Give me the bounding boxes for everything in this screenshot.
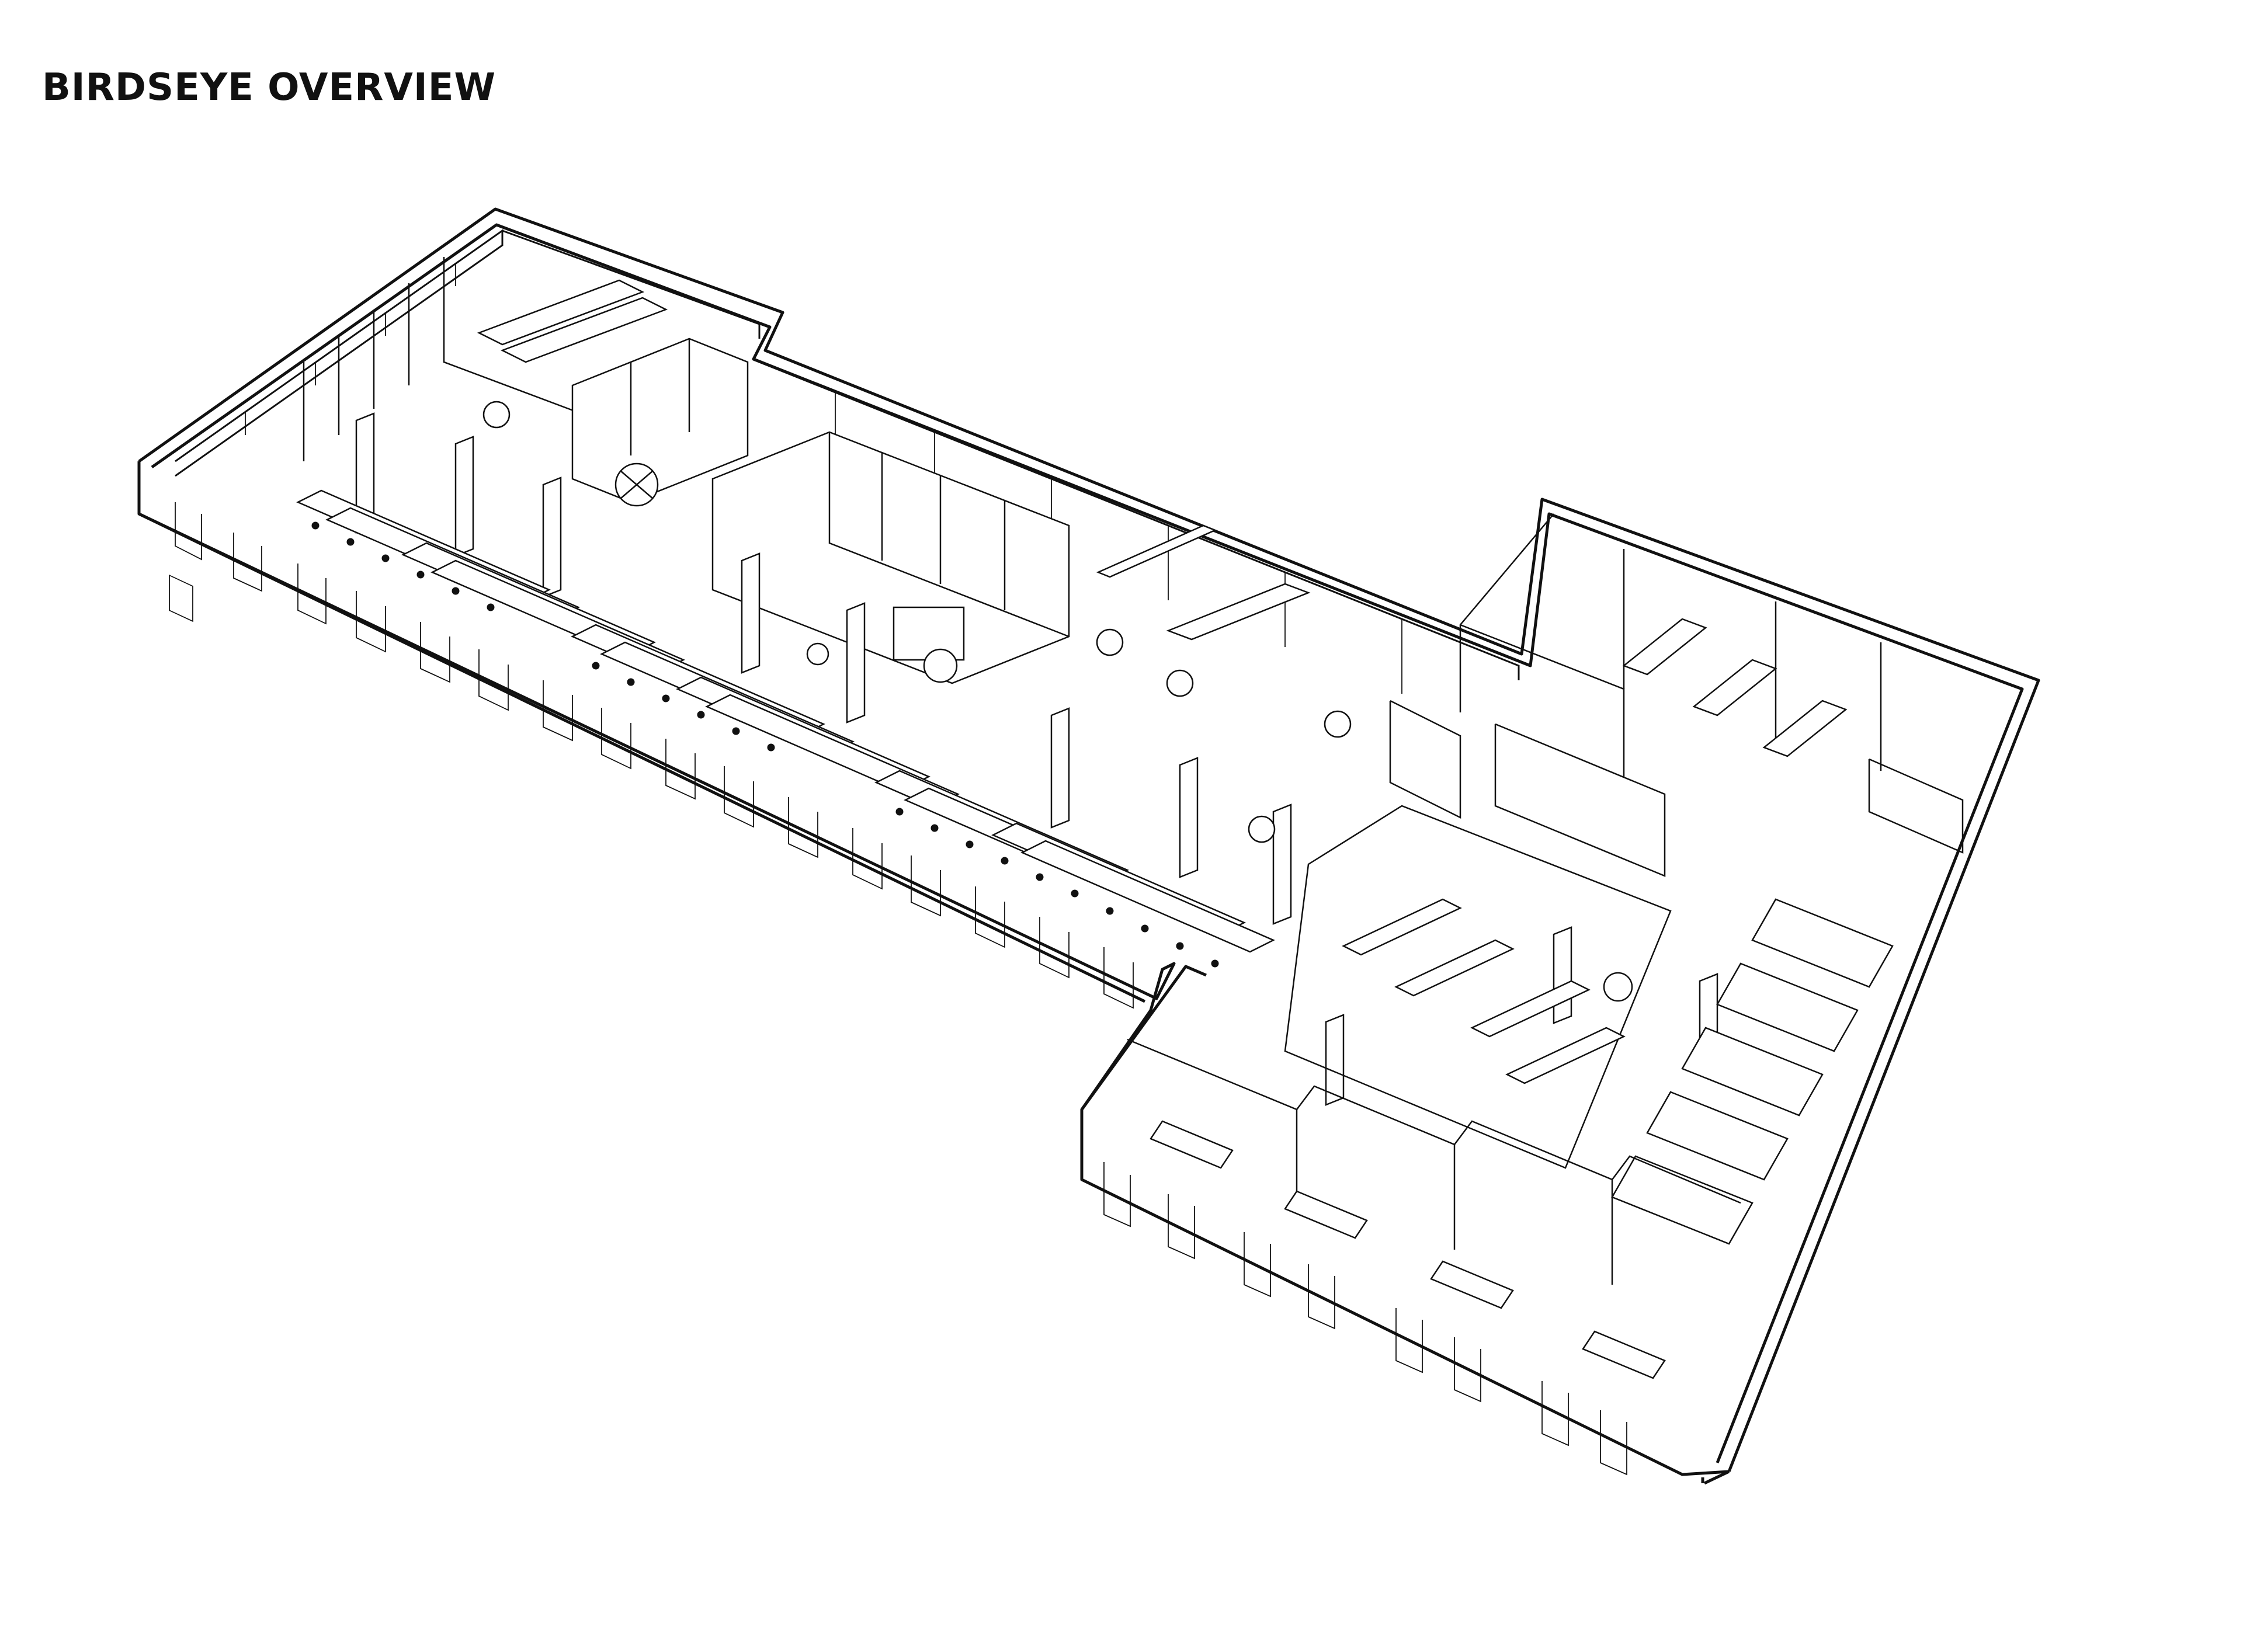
facade-windows-west (169, 502, 1134, 1009)
meeting-rooms-south (1127, 1038, 1741, 1379)
east-workstations (1611, 618, 1894, 1245)
east-offices (1389, 513, 1964, 877)
facade-windows-east (1103, 1162, 1627, 1476)
chairs-west (311, 521, 1219, 968)
cafe-lounge (482, 401, 1352, 843)
page-title: BIRDSEYE OVERVIEW (42, 66, 496, 109)
building-shell (137, 207, 2040, 1485)
central-core (571, 338, 1070, 684)
west-offices (303, 257, 585, 461)
open-work-area-east (1284, 805, 1672, 1169)
workstations-west (296, 279, 1275, 953)
